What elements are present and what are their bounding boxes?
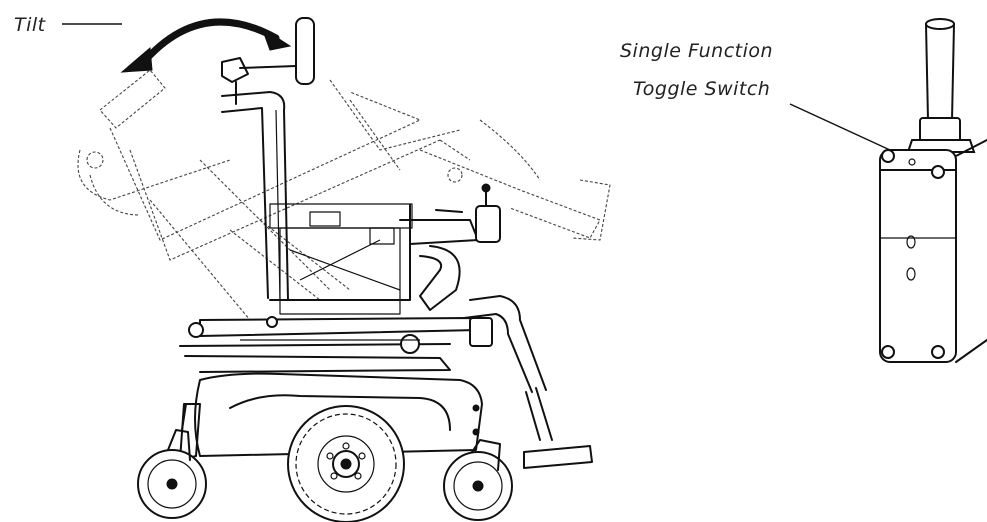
- tilt-arrow-icon: [120, 18, 292, 73]
- legrest-footplate: [463, 295, 593, 469]
- tilt-mechanism: [179, 316, 479, 373]
- switch-label-line1: Single Function: [620, 40, 774, 62]
- power-base: [179, 372, 483, 461]
- backrest: [221, 91, 289, 301]
- armrest-joystick: [399, 183, 501, 311]
- tilted-seat-ghost: [77, 69, 611, 321]
- headrest: [221, 17, 315, 105]
- rear-caster-wheel: [137, 403, 207, 519]
- tilt-label: Tilt: [14, 14, 46, 36]
- switch-leader-line: [789, 103, 891, 151]
- front-caster-wheel: [443, 439, 513, 521]
- switch-label-line2: Toggle Switch: [633, 78, 771, 100]
- seat-frame: [269, 203, 413, 315]
- toggle-switch-box: [879, 18, 987, 363]
- drive-wheel: [287, 405, 405, 522]
